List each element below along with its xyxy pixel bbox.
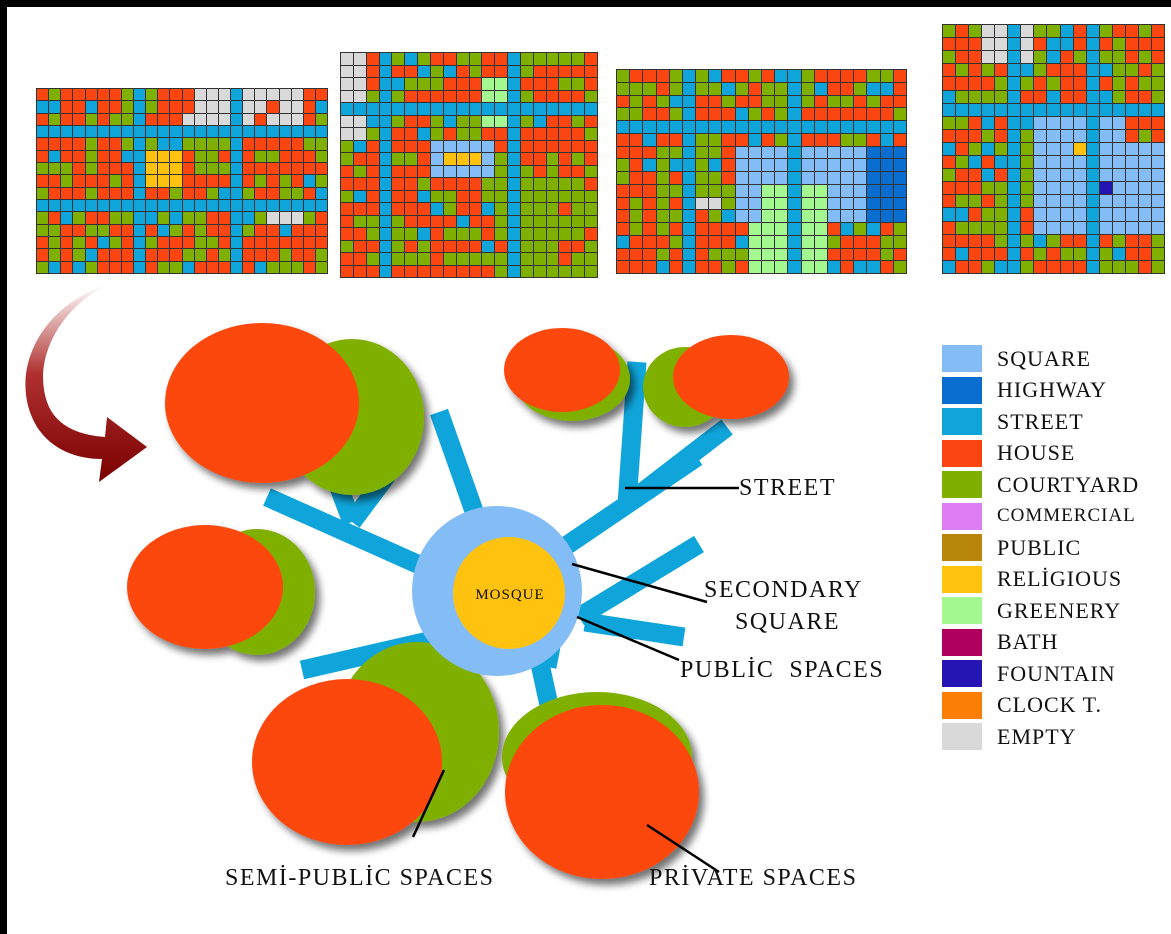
legend-label-religious: RELİGIOUS [997,566,1123,592]
legend-item-bath: BATH [942,627,1171,659]
legend-item-street: STREET [942,406,1171,438]
legend-label-courtyard: COURTYARD [997,471,1140,497]
land-use-legend: SQUARE HIGHWAY STREET HOUSE COURTYARD COMMERC… [942,343,1171,753]
legend-swatch-highway [942,376,982,404]
legend-label-public: PUBLIC [997,534,1082,560]
mosque-label: MOSQUE [475,587,544,603]
legend-item-square: SQUARE [942,343,1171,375]
house-cluster-bottom-left [252,642,499,845]
urban-grid-map-2 [340,52,598,278]
semi-public-spaces-label: SEMİ-PUBLİC SPACES [225,865,495,891]
urban-grid-map-1 [36,88,328,274]
legend-swatch-public [942,534,982,562]
legend-item-clock: CLOCK T. [942,690,1171,722]
space-hierarchy-diagram: MOSQUE STREET SECONDARY SQUARE PUBLİC SP… [25,285,884,891]
legend-label-house: HOUSE [997,440,1076,466]
legend-item-commercial: COMMERCIAL [942,501,1171,533]
urban-grid-map-4 [942,24,1165,274]
house-cluster-top-right [643,335,789,427]
legend-item-greenery: GREENERY [942,595,1171,627]
label-leader-lines [411,486,739,874]
legend-swatch-religious [942,565,982,593]
house-cluster-top-middle [504,328,630,421]
legend-swatch-greenery [942,597,982,625]
legend-label-greenery: GREENERY [997,597,1122,623]
public-spaces-label: PUBLİC SPACES [680,657,884,683]
urban-grid-map-3 [616,69,907,274]
legend-item-courtyard: COURTYARD [942,469,1171,501]
legend-label-highway: HIGHWAY [997,377,1108,403]
legend-swatch-house [942,439,982,467]
legend-swatch-empty [942,723,982,751]
figure-frame: MOSQUE STREET SECONDARY SQUARE PUBLİC SP… [7,7,1171,934]
legend-swatch-bath [942,628,982,656]
legend-swatch-courtyard [942,471,982,499]
legend-label-empty: EMPTY [997,723,1077,749]
house-cluster-left [127,525,315,655]
legend-item-public: PUBLIC [942,532,1171,564]
street-label: STREET [739,475,836,501]
legend-label-commercial: COMMERCIAL [997,505,1136,527]
house-cluster-top-left [165,323,424,495]
legend-label-clock: CLOCK T. [997,692,1102,718]
legend-item-religious: RELİGIOUS [942,564,1171,596]
legend-swatch-street [942,408,982,436]
legend-item-highway: HIGHWAY [942,375,1171,407]
house-cluster-bottom-right [502,692,699,879]
private-spaces-label: PRİVATE SPACES [649,865,857,891]
legend-label-fountain: FOUNTAIN [997,660,1116,686]
legend-swatch-clock [942,691,982,719]
legend-item-fountain: FOUNTAIN [942,658,1171,690]
legend-swatch-square [942,345,982,373]
legend-item-house: HOUSE [942,438,1171,470]
secondary-square-label-line2: SQUARE [735,609,840,635]
legend-swatch-commercial [942,502,982,530]
legend-item-empty: EMPTY [942,721,1171,753]
legend-label-bath: BATH [997,629,1059,655]
curved-arrow-icon [25,285,147,482]
legend-swatch-fountain [942,660,982,688]
legend-label-square: SQUARE [997,345,1092,371]
legend-label-street: STREET [997,408,1084,434]
secondary-square-label-line1: SECONDARY [704,577,863,603]
mosque [453,537,565,649]
